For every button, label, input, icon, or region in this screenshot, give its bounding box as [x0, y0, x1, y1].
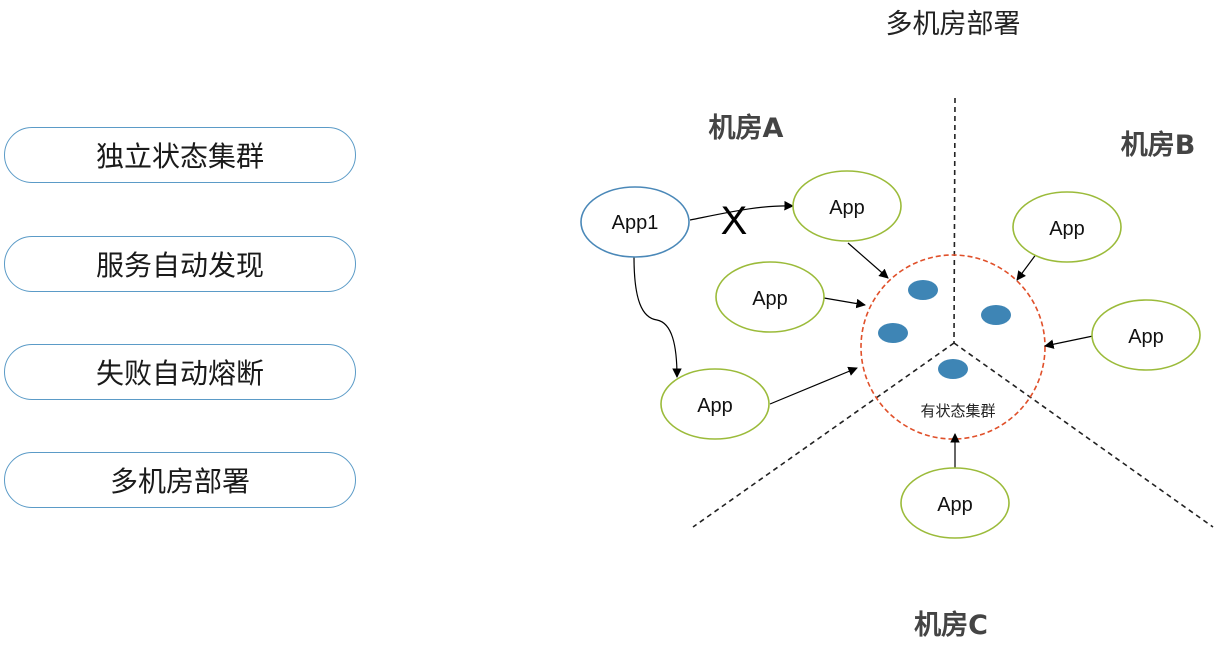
cluster-node [938, 359, 968, 379]
diagram-title: 多机房部署 [886, 9, 1021, 40]
app-node: App [715, 261, 825, 333]
app-label: App [1128, 326, 1164, 348]
cluster-node [981, 305, 1011, 325]
app-node: App [1091, 299, 1201, 371]
arrow-app-to-cluster [1044, 335, 1094, 349]
app-label: App [697, 395, 733, 417]
cluster-node [878, 323, 908, 343]
room-b-label: 机房B [1121, 130, 1196, 161]
connections [633, 200, 1094, 468]
cluster-label: 有状态集群 [920, 402, 995, 420]
app-node: App [1012, 191, 1122, 263]
feature-multi-datacenter: 多机房部署 [4, 452, 356, 508]
cluster-node [908, 280, 938, 300]
app-node: App [792, 170, 902, 242]
app-node: App [660, 368, 770, 440]
arrow-app-to-cluster [847, 242, 889, 279]
app1-label: App1 [612, 212, 659, 234]
arrow-app1-to-app [689, 200, 794, 221]
app-node: App [900, 467, 1010, 539]
feature-stateful-cluster: 独立状态集群 [4, 127, 356, 183]
feature-auto-circuit-break: 失败自动熔断 [4, 344, 356, 400]
arrow-app-to-cluster [769, 366, 858, 405]
app-label: App [752, 288, 788, 310]
app1-node: App1 [580, 186, 690, 258]
room-boundaries [692, 97, 1214, 528]
stateful-cluster: 有状态集群 [860, 254, 1046, 440]
blocked-connection-mark: X [721, 199, 748, 243]
feature-service-discovery: 服务自动发现 [4, 236, 356, 292]
arrow-app1-to-app-lower [633, 256, 682, 378]
app-label: App [829, 197, 865, 219]
room-c-label: 机房C [914, 610, 988, 641]
app-label: App [937, 494, 973, 516]
app-label: App [1049, 218, 1085, 240]
room-a-label: 机房A [709, 113, 784, 144]
arrow-app-to-cluster [1016, 252, 1038, 281]
arrow-app-to-cluster [823, 297, 866, 309]
